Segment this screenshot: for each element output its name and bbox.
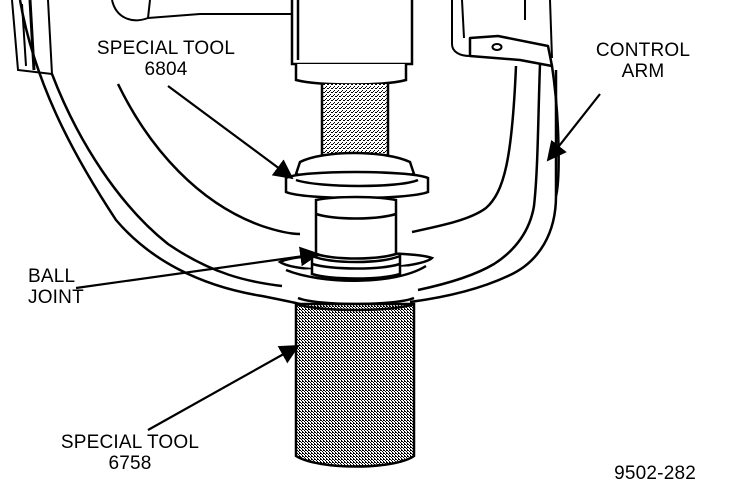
label-ball-joint-line1: BALL: [28, 266, 76, 287]
label-special-tool-6804-line2: 6804: [144, 59, 188, 80]
label-control-arm: CONTROL ARM: [588, 40, 698, 82]
label-special-tool-6758: SPECIAL TOOL 6758: [50, 432, 210, 474]
leader-tool-6758: [147, 345, 300, 431]
leader-tool-6804: [167, 85, 294, 180]
leader-lines: [75, 85, 601, 431]
special-tool-6758: [294, 302, 416, 468]
label-ball-joint: BALL JOINT: [28, 266, 90, 308]
leader-control-arm: [546, 93, 601, 162]
label-special-tool-6804-line1: SPECIAL TOOL: [96, 38, 236, 59]
label-special-tool-6804: SPECIAL TOOL 6804: [86, 38, 246, 80]
figure-id: 9502-282: [614, 463, 696, 484]
label-special-tool-6758-line1: SPECIAL TOOL: [60, 432, 200, 453]
label-control-arm-line2: ARM: [621, 61, 665, 82]
label-ball-joint-line2: JOINT: [28, 287, 84, 308]
label-special-tool-6758-line2: 6758: [108, 453, 152, 474]
leader-ball-joint: [75, 246, 320, 290]
control-arm-bolt-hole: [491, 43, 503, 51]
special-tool-6804: [284, 0, 430, 200]
label-control-arm-line1: CONTROL: [595, 40, 691, 61]
ball-joint: [310, 195, 402, 280]
